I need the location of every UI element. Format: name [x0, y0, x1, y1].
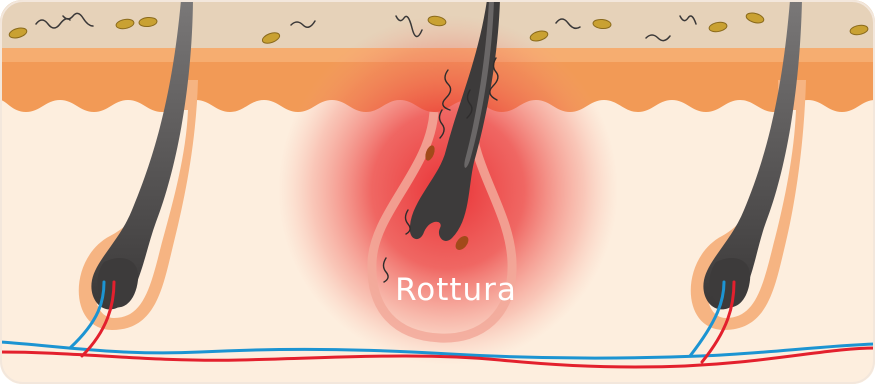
rupture-label: Rottura — [395, 272, 517, 308]
